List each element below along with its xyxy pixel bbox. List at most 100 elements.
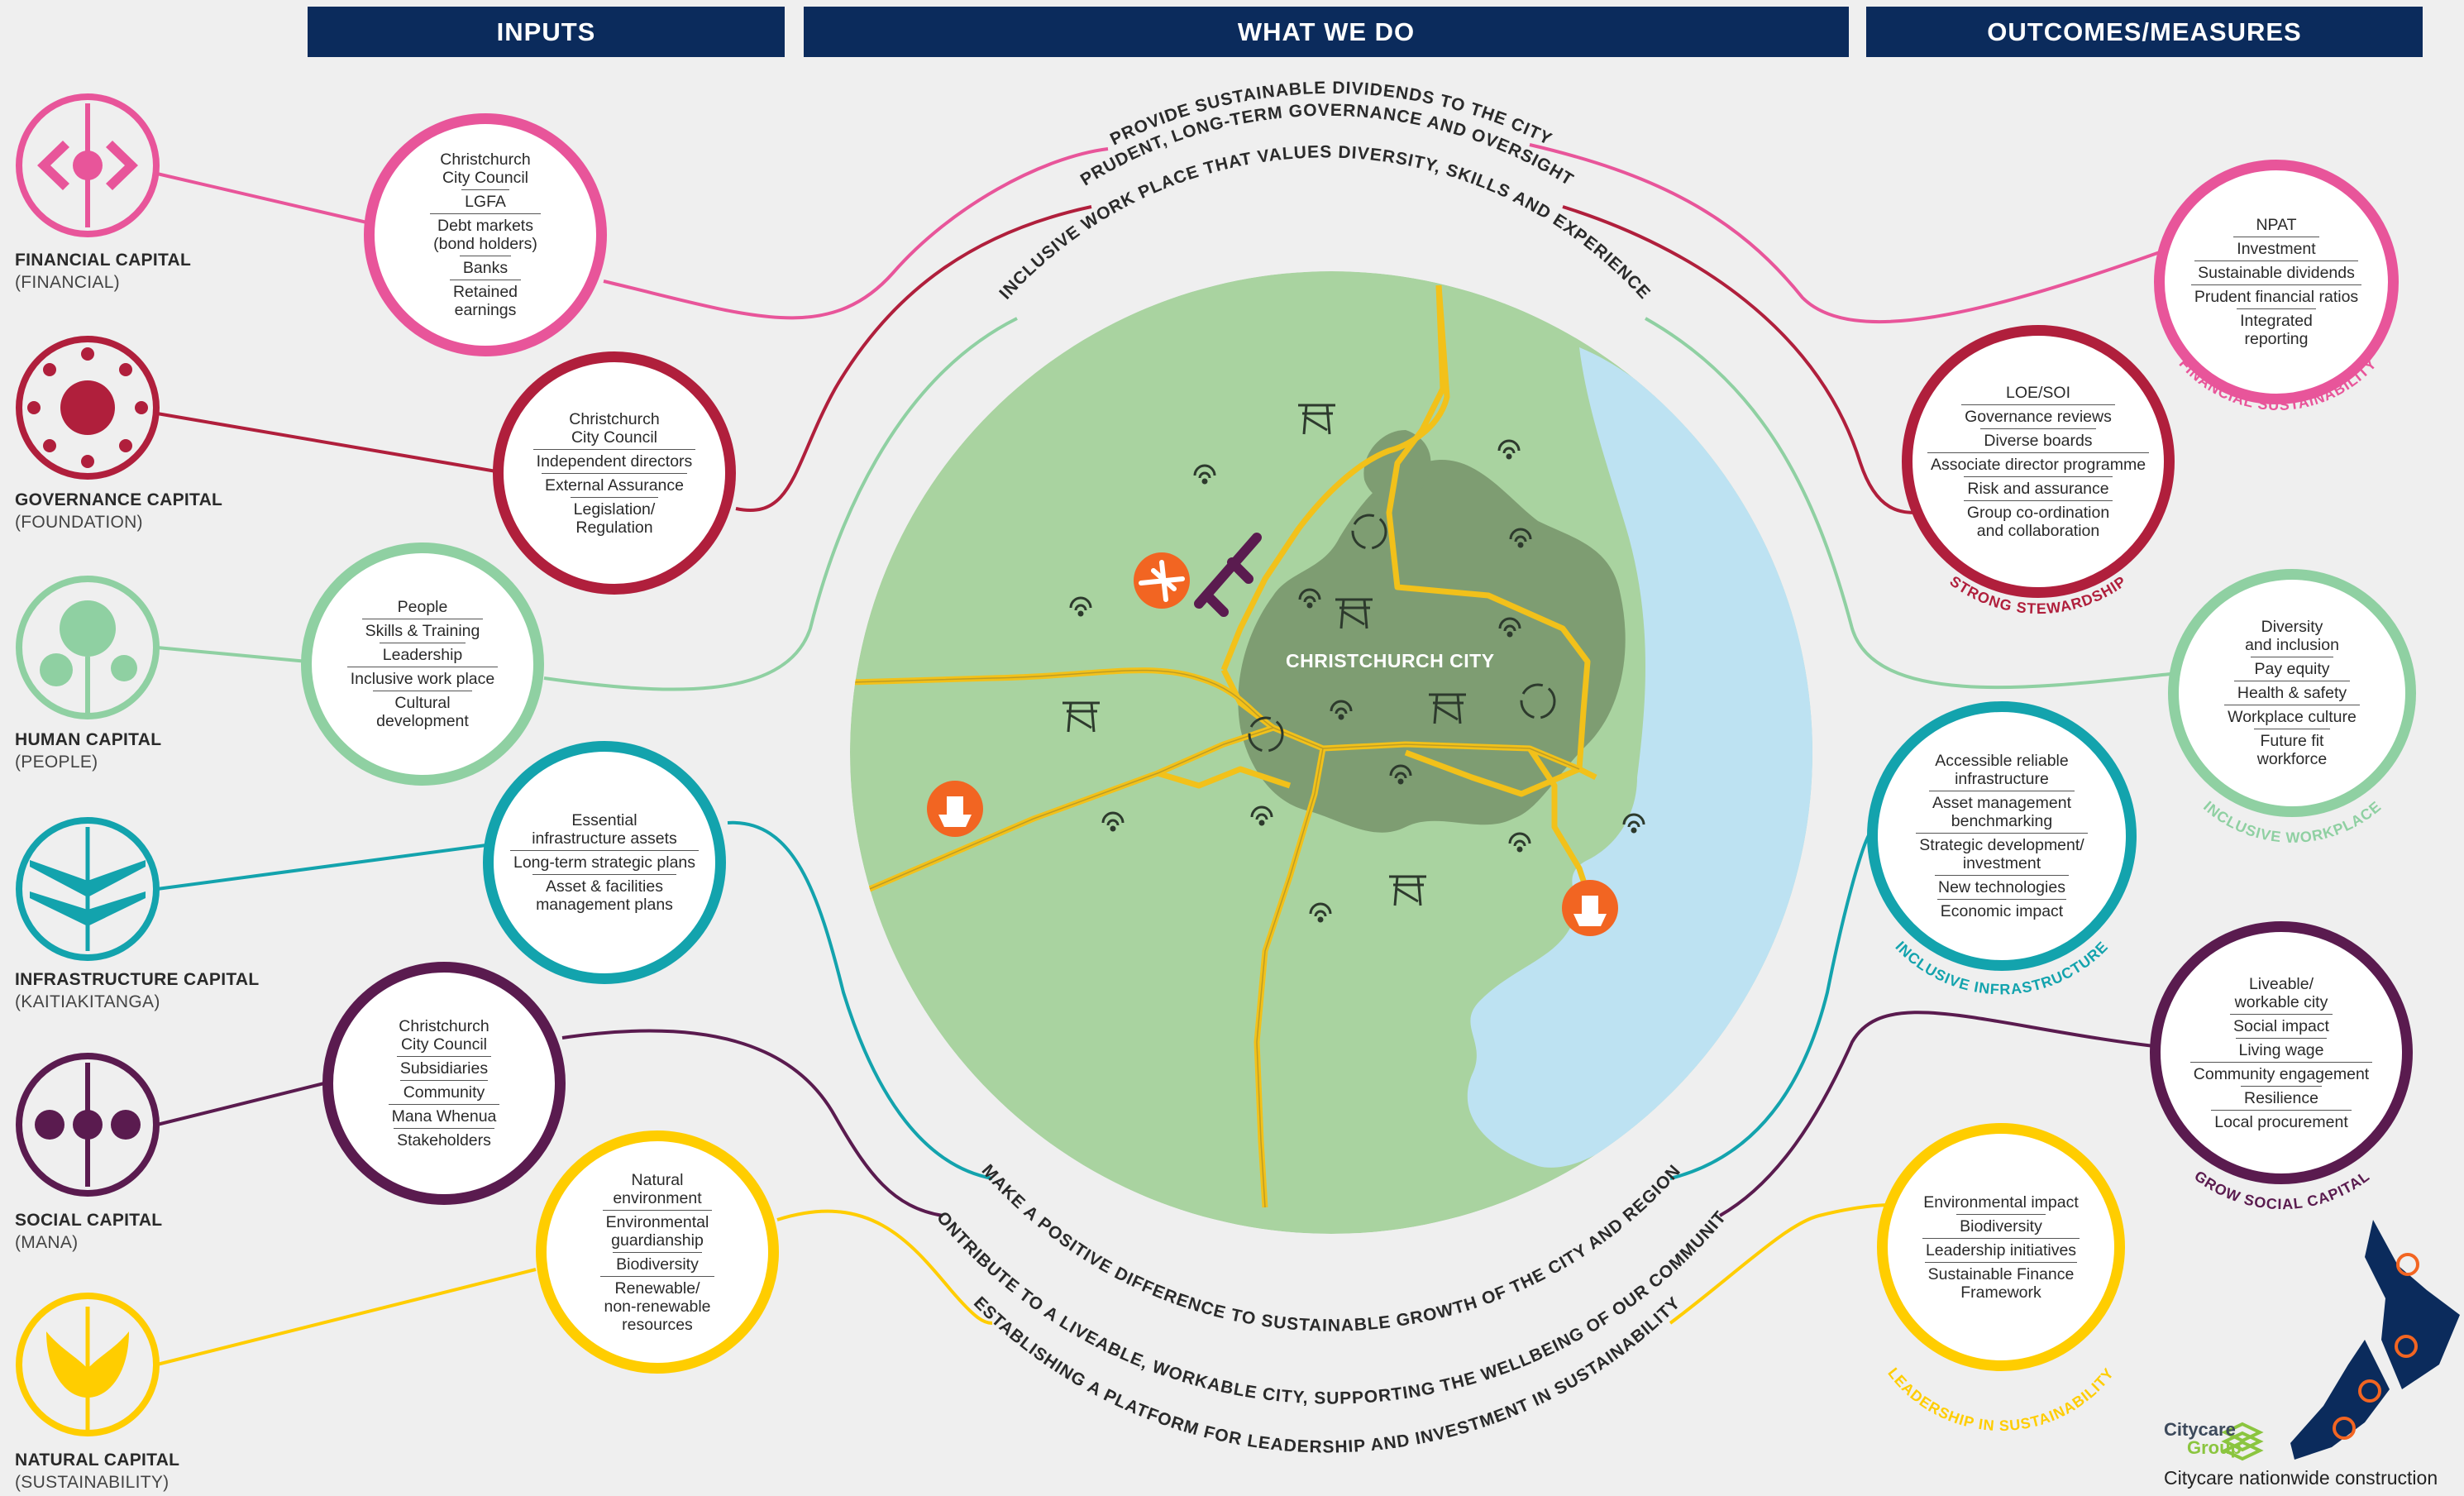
header-what-we-do-label: WHAT WE DO: [1237, 17, 1416, 46]
outcome-item: New technologies: [1935, 875, 2069, 899]
header-outcomes: OUTCOMES/MEASURES: [1866, 7, 2423, 57]
input-item: Long-term strategic plans: [509, 850, 700, 874]
wifi-icon: [1497, 439, 1521, 460]
input-item: Cultural development: [373, 691, 472, 733]
capital-label-natural: NATURAL CAPITAL (SUSTAINABILITY): [15, 1449, 179, 1494]
outcome-item: Health & safety: [2233, 681, 2351, 705]
flow-lines: [543, 143, 2171, 1325]
wifi-icon: [1101, 811, 1125, 832]
outcome-item: Resilience: [2241, 1085, 2322, 1110]
input-item: Mana Whenua: [388, 1104, 500, 1128]
port-marker-lyttelton: [1562, 880, 1618, 936]
outcome-item: Future fit workforce: [2253, 729, 2331, 771]
outcome-item: Pay equity: [2251, 657, 2333, 681]
capital-name: HUMAN CAPITAL: [15, 730, 162, 749]
flow-infrastructure: [727, 820, 993, 1180]
flow-financial: [603, 147, 1109, 320]
outcome-item: Biodiversity: [1956, 1213, 2046, 1238]
natural-capital-icon: [16, 1293, 160, 1436]
input-item: Christchurch City Council: [569, 409, 660, 447]
capital-label-human: HUMAN CAPITAL (PEOPLE): [15, 729, 161, 773]
header-inputs-label: INPUTS: [496, 17, 596, 46]
brand-line2: Group: [2187, 1437, 2242, 1458]
flow-human-out: [1645, 317, 2171, 690]
city-label: CHRISTCHURCH CITY: [1286, 650, 1495, 672]
input-connectors: [156, 172, 537, 1366]
flow-natural: [776, 1209, 993, 1325]
input-item: Natural environment: [613, 1170, 702, 1207]
flow-financial-out: [1529, 143, 2161, 323]
input-item: LGFA: [461, 189, 509, 213]
governance-capital-icon: [16, 336, 160, 480]
outcome-item: Group co-ordination and collaboration: [1963, 499, 2113, 542]
input-item: Independent directors: [532, 448, 696, 473]
capital-name: NATURAL CAPITAL: [15, 1451, 180, 1470]
urban-area: [1238, 460, 1626, 833]
outcome-item: Environmental impact: [1923, 1192, 2079, 1212]
recycle-icon: [1248, 716, 1284, 753]
citycare-logo: Citycare Group: [2164, 1421, 2242, 1457]
wifi-icon: [1389, 764, 1412, 785]
pylon-icon: [1389, 875, 1426, 906]
input-item: Skills & Training: [361, 619, 484, 643]
outcome-item: Economic impact: [1936, 899, 2067, 923]
capital-name: GOVERNANCE CAPITAL: [15, 490, 223, 509]
capital-sub: (PEOPLE): [15, 753, 98, 772]
input-item: Debt markets (bond holders): [430, 213, 541, 256]
roads-inner: [851, 669, 1580, 1208]
outcome-item: NPAT: [2256, 216, 2297, 234]
outcome-item: Diversity and inclusion: [2245, 618, 2339, 654]
outcome-item: Social impact: [2230, 1013, 2333, 1038]
pylon-icon: [1429, 693, 1466, 724]
input-item: Christchurch City Council: [399, 1017, 489, 1054]
capital-sub: (KAITIAKITANGA): [15, 992, 160, 1011]
input-item: People: [397, 598, 448, 616]
human-capital-icon: [16, 576, 160, 719]
map-wifi-icons: [1069, 439, 1645, 923]
input-item: External Assurance: [541, 472, 687, 497]
capital-sub: (MANA): [15, 1233, 79, 1252]
christchurch-map: [850, 271, 1812, 1234]
airport-marker: [1134, 533, 1262, 617]
input-item: Leadership: [379, 643, 466, 667]
wifi-icon: [1508, 832, 1531, 853]
header-inputs: INPUTS: [308, 7, 785, 57]
wifi-icon: [1193, 464, 1216, 485]
input-item: Environmental guardianship: [602, 1209, 713, 1252]
flow-social: [561, 1029, 943, 1217]
outcome-item: Prudent financial ratios: [2190, 284, 2362, 308]
outcome-item: Sustainable dividends: [2194, 260, 2358, 284]
outcome-item: Leadership initiatives: [1922, 1237, 2080, 1262]
pylon-icon: [1335, 598, 1373, 629]
brand-line1: Citycare: [2164, 1419, 2236, 1440]
airport-runway-icon: [1194, 533, 1262, 617]
recycle-icon: [1351, 514, 1387, 550]
outcome-item: Sustainable Finance Framework: [1924, 1261, 2078, 1304]
capital-sub: (SUSTAINABILITY): [15, 1473, 170, 1492]
outcome-item: Diverse boards: [1980, 428, 2096, 452]
map-pylon-icons: [1062, 404, 1466, 906]
input-item: Inclusive work place: [346, 667, 499, 691]
social-capital-icon: [16, 1053, 160, 1197]
outcome-item: Local procurement: [2211, 1109, 2352, 1134]
outcome-item: Associate director programme: [1927, 452, 2150, 476]
input-item: Community: [399, 1080, 489, 1104]
connector-natural: [156, 1268, 537, 1366]
outcome-item: Strategic development/ investment: [1916, 833, 2088, 875]
input-item: Asset & facilities management plans: [532, 874, 676, 916]
wifi-icon: [1509, 528, 1532, 548]
header-what-we-do: WHAT WE DO: [804, 7, 1849, 57]
input-item: Biodiversity: [613, 1251, 702, 1276]
flow-governance-out: [1562, 205, 1919, 514]
recycle-icon: [1520, 683, 1556, 719]
wifi-icon: [1498, 617, 1521, 638]
map-recycle-icons: [1248, 514, 1556, 753]
flow-governance: [735, 205, 1092, 512]
